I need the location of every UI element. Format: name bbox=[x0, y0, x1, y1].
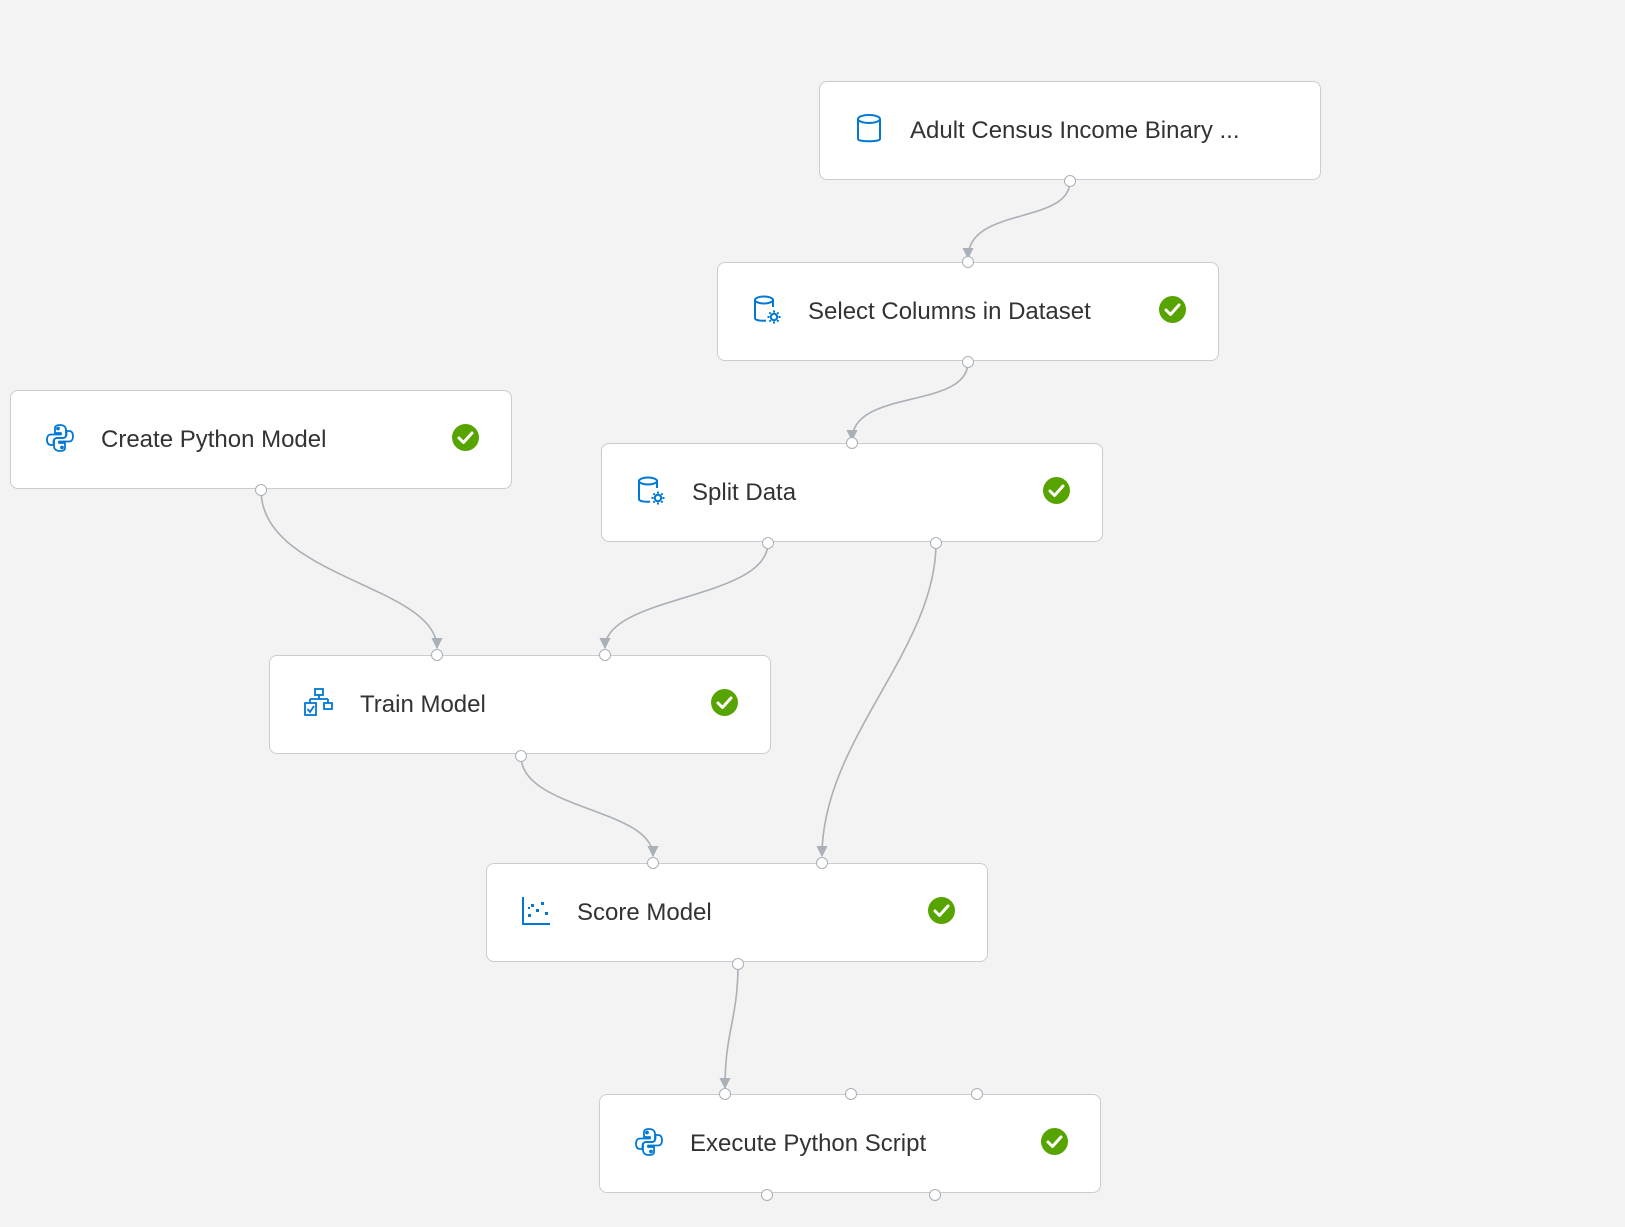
completed-check-icon bbox=[1042, 476, 1071, 505]
module-label: Train Model bbox=[360, 691, 486, 718]
output-port[interactable] bbox=[930, 537, 942, 549]
dataset-cylinder-icon bbox=[852, 112, 886, 146]
module-label: Adult Census Income Binary ... bbox=[910, 117, 1240, 144]
connection-select-to-split[interactable] bbox=[846, 361, 969, 442]
completed-check-icon bbox=[1158, 295, 1187, 324]
output-port[interactable] bbox=[929, 1189, 941, 1201]
output-port[interactable] bbox=[761, 1189, 773, 1201]
module-train-model[interactable]: Train Model bbox=[269, 655, 771, 754]
connection-split-to-train[interactable] bbox=[599, 542, 769, 650]
output-port[interactable] bbox=[1064, 175, 1076, 187]
module-label: Execute Python Script bbox=[690, 1130, 927, 1157]
module-split-data[interactable]: Split Data bbox=[601, 443, 1103, 542]
score-model-icon bbox=[519, 894, 553, 928]
module-select-columns-in-dataset[interactable]: Select Columns in Dataset bbox=[717, 262, 1219, 361]
output-port[interactable] bbox=[515, 750, 527, 762]
connection-score-to-execute[interactable] bbox=[719, 963, 739, 1090]
connection-train-to-score[interactable] bbox=[520, 755, 659, 858]
module-create-python-model[interactable]: Create Python Model bbox=[10, 390, 512, 489]
connection-split-to-score[interactable] bbox=[816, 542, 937, 858]
python-icon bbox=[632, 1125, 666, 1159]
module-score-model[interactable]: Score Model bbox=[486, 863, 988, 962]
input-port[interactable] bbox=[431, 649, 443, 661]
module-label: Split Data bbox=[692, 479, 797, 506]
train-model-icon bbox=[302, 686, 336, 720]
module-execute-python-script[interactable]: Execute Python Script bbox=[599, 1094, 1101, 1193]
completed-check-icon bbox=[1040, 1127, 1069, 1156]
data-transform-icon bbox=[750, 293, 784, 327]
data-transform-icon bbox=[634, 474, 668, 508]
connection-create-to-train[interactable] bbox=[260, 489, 443, 650]
input-port[interactable] bbox=[846, 437, 858, 449]
output-port[interactable] bbox=[762, 537, 774, 549]
completed-check-icon bbox=[710, 688, 739, 717]
connection-adult-to-select[interactable] bbox=[962, 180, 1071, 260]
input-port[interactable] bbox=[599, 649, 611, 661]
completed-check-icon bbox=[451, 423, 480, 452]
completed-check-icon bbox=[927, 896, 956, 925]
input-port[interactable] bbox=[816, 857, 828, 869]
module-adult-census-income-binary[interactable]: Adult Census Income Binary ... bbox=[819, 81, 1321, 180]
python-icon bbox=[43, 421, 77, 455]
module-label: Select Columns in Dataset bbox=[808, 298, 1091, 325]
module-label: Create Python Model bbox=[101, 426, 327, 453]
input-port[interactable] bbox=[647, 857, 659, 869]
input-port[interactable] bbox=[962, 256, 974, 268]
module-label: Score Model bbox=[577, 899, 712, 926]
output-port[interactable] bbox=[962, 356, 974, 368]
input-port[interactable] bbox=[971, 1088, 983, 1100]
input-port[interactable] bbox=[719, 1088, 731, 1100]
input-port[interactable] bbox=[845, 1088, 857, 1100]
output-port[interactable] bbox=[255, 484, 267, 496]
output-port[interactable] bbox=[732, 958, 744, 970]
